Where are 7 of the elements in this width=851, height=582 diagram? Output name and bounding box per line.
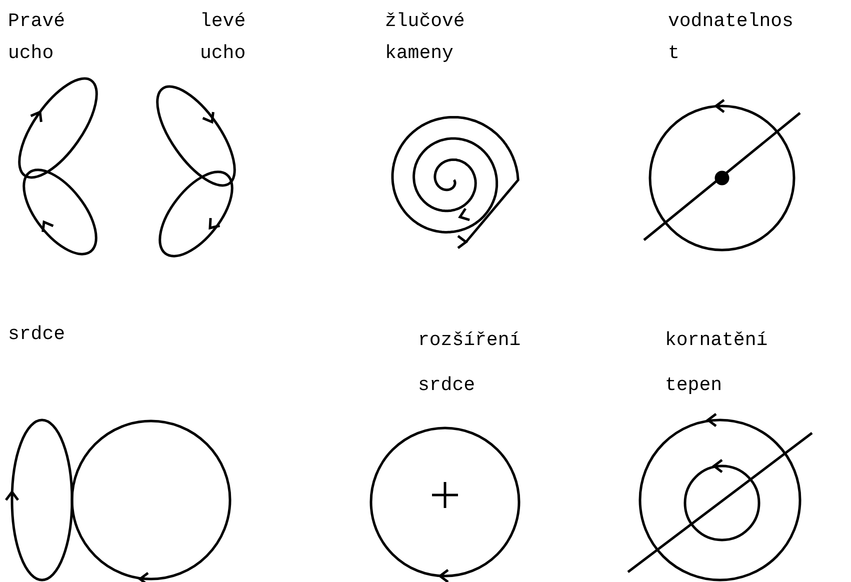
- symbol-caption: kornatění tepen: [665, 328, 769, 398]
- symbol-caption: levé ucho: [200, 9, 247, 66]
- symbol-caption: rozšíření srdce: [418, 328, 522, 398]
- symbol-caption: žlučové kameny: [385, 9, 466, 66]
- symbol-caption: Pravé ucho: [8, 9, 66, 66]
- symbol-caption: srdce: [8, 322, 66, 347]
- symbol-caption: vodnatelnost: [668, 9, 794, 66]
